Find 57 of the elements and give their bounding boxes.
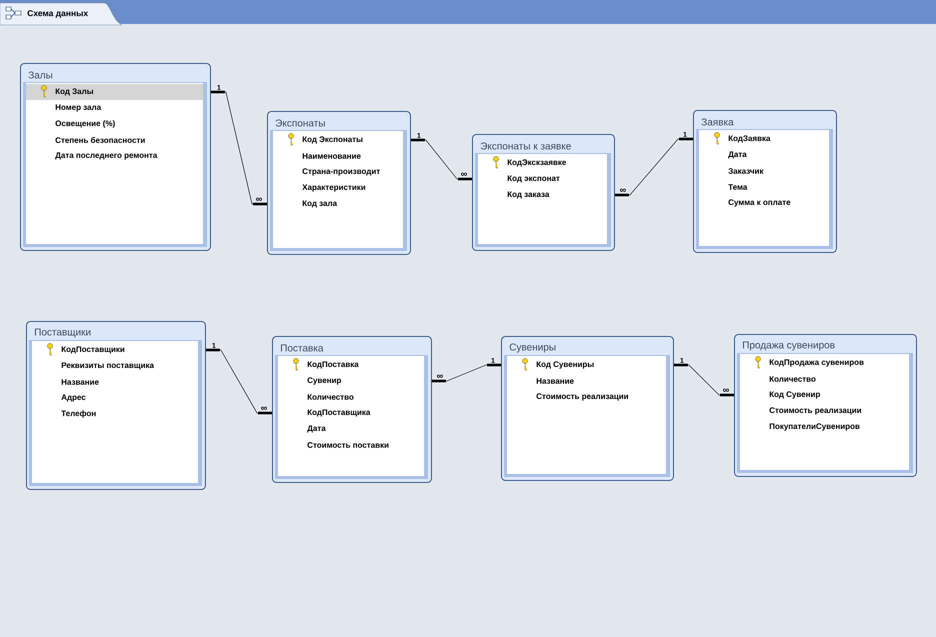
relationship-line [432, 364, 502, 382]
field-name: Количество [770, 376, 816, 382]
field-name: Стоимость поставки [308, 442, 388, 448]
table-title: Заявка [702, 118, 734, 126]
field-name: Дата [307, 425, 326, 433]
field-name: Сумма к оплате [728, 199, 790, 207]
field-name: Название [536, 378, 574, 384]
relationship-line [206, 348, 272, 414]
field-name: Адрес [61, 394, 86, 402]
field-name: Название [62, 379, 99, 385]
field-name: Код Сувениры [536, 361, 594, 369]
table-title: Поставка [281, 344, 324, 352]
field-name: Стоимость реализации [536, 393, 628, 401]
field-name: ПокупателиСувениров [770, 423, 860, 431]
field-name: Номер зала [56, 104, 102, 112]
table-title: Экспонаты [276, 119, 325, 127]
cardinality-label: ∞ [461, 172, 467, 176]
field-name: Количество [308, 394, 354, 400]
field-name: Сувенир [308, 377, 341, 385]
table-title: Залы [28, 71, 52, 79]
field-name: Тема [728, 184, 748, 190]
cardinality-label: ∞ [620, 188, 626, 192]
field-name: Код Сувенир [770, 391, 820, 399]
cardinality-label: ∞ [723, 388, 729, 392]
table-title: Поставщики [35, 328, 90, 338]
field-name: КодЗаявка [728, 135, 770, 143]
field-name: КодПоставщики [62, 346, 124, 354]
field-name: Характеристики [302, 184, 366, 192]
field-name: КодЭкскзаявке [508, 159, 566, 167]
relationship-line [410, 138, 472, 180]
field-name: Код Залы [56, 88, 93, 96]
field-name: Наименование [302, 153, 361, 159]
field-name: Освещение (%) [56, 120, 115, 128]
field-name: Заказчик [728, 168, 764, 174]
cardinality-label: ∞ [437, 374, 443, 378]
field-name: Степень безопасности [56, 137, 145, 143]
cardinality-label: ∞ [261, 406, 267, 410]
field-name: Реквизиты поставщика [62, 362, 154, 370]
field-name: Код зала [302, 200, 338, 208]
field-name: Код заказа [508, 191, 550, 199]
table-title: Сувениры [510, 343, 556, 353]
field-name: Код Экспонаты [302, 136, 362, 144]
relationship-line [614, 138, 694, 196]
cardinality-label: ∞ [256, 198, 262, 201]
relationship-line [210, 90, 268, 206]
field-name: КодПоставщика [308, 409, 370, 417]
field-name: Стоимость реализации [770, 407, 862, 415]
relationship-line [674, 364, 734, 396]
table-title: Продажа сувениров [743, 342, 835, 350]
field-name: КодПродажа сувениров [770, 359, 864, 367]
field-name: Телефон [61, 410, 96, 418]
field-name: КодПоставка [308, 361, 359, 369]
field-name: Код экспонат [508, 175, 560, 183]
field-name: Дата последнего ремонта [55, 152, 158, 160]
field-name: Дата [728, 151, 747, 159]
field-name: Страна-производит [302, 168, 380, 176]
table-title: Экспонаты к заявке [480, 142, 571, 150]
